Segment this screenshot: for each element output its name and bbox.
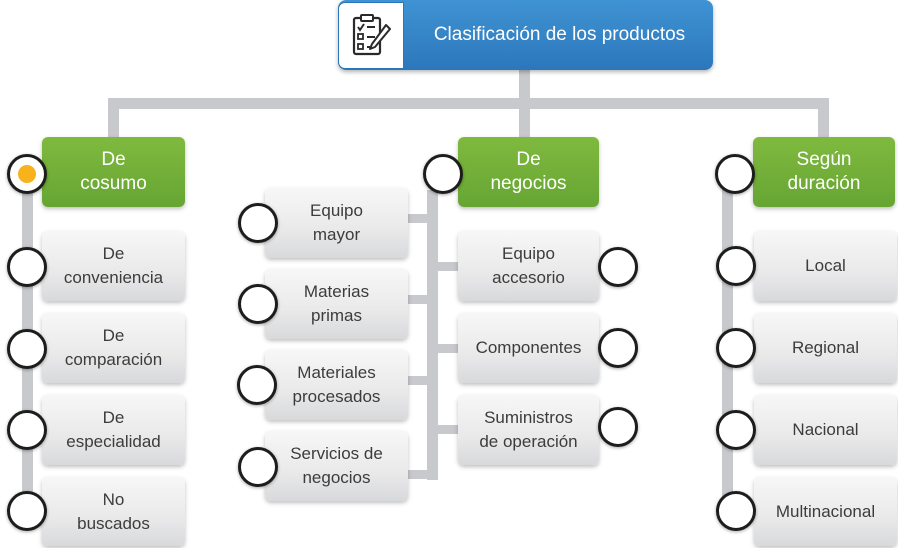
connector-branch	[405, 295, 433, 304]
connector-branch	[433, 425, 461, 434]
item-box: Equipo accesorio	[458, 231, 599, 301]
connector-drop-duracion	[818, 98, 829, 138]
item-box: De conveniencia	[42, 231, 185, 301]
circle-marker	[715, 154, 755, 194]
item-box: Servicios de negocios	[265, 431, 408, 501]
item-label: Equipo mayor	[310, 201, 363, 244]
item-box: Multinacional	[754, 477, 897, 546]
connector-branch	[405, 214, 433, 223]
circle-marker	[238, 284, 278, 324]
item-box: Nacional	[754, 395, 897, 465]
connector-title-stem	[519, 68, 530, 108]
circle-marker	[716, 246, 756, 286]
item-label: Equipo accesorio	[492, 244, 565, 287]
item-box: No buscados	[42, 477, 185, 546]
item-box: De especialidad	[42, 395, 185, 465]
connector-branch	[405, 470, 433, 479]
circle-marker	[7, 247, 47, 287]
category-consumo-label: De cosumo	[80, 149, 147, 194]
item-box: Regional	[754, 313, 897, 383]
item-box: Suministros de operación	[458, 395, 599, 465]
item-box: Equipo mayor	[265, 188, 408, 258]
connector-negocios-spine	[427, 190, 438, 480]
connector-top-bar	[108, 98, 829, 109]
circle-marker	[423, 154, 463, 194]
item-label: No buscados	[77, 489, 150, 533]
category-negocios: De negocios	[458, 137, 599, 207]
circle-marker	[598, 247, 638, 287]
circle-marker	[7, 410, 47, 450]
item-label: Materias primas	[303, 282, 370, 325]
item-label: Regional	[791, 338, 860, 357]
item-box: Local	[754, 231, 897, 301]
item-label: De comparación	[64, 326, 163, 369]
category-negocios-label: De negocios	[490, 149, 567, 194]
circle-marker	[598, 328, 638, 368]
category-duracion-label: Según duración	[787, 149, 861, 194]
circle-marker	[598, 407, 638, 447]
connector-branch	[433, 262, 461, 271]
item-label: Nacional	[792, 420, 859, 439]
category-consumo: De cosumo	[42, 137, 185, 207]
item-box: De comparación	[42, 313, 185, 383]
connector-branch	[433, 344, 461, 353]
item-label: Local	[805, 256, 846, 275]
connector-drop-consumo	[108, 98, 119, 138]
circle-marker	[7, 329, 47, 369]
item-label: De conveniencia	[63, 244, 164, 287]
item-label: Componentes	[475, 338, 582, 357]
item-label: De especialidad	[66, 408, 161, 451]
item-label: Servicios de negocios	[290, 444, 383, 487]
item-box: Materias primas	[265, 269, 408, 339]
circle-marker	[238, 447, 278, 487]
connector-drop-negocios	[519, 98, 530, 138]
item-label: Materiales procesados	[292, 363, 381, 406]
circle-marker	[238, 203, 278, 243]
item-box: Componentes	[458, 313, 599, 383]
page-title: Clasificación de los productos	[433, 24, 686, 45]
item-box: Materiales procesados	[265, 350, 408, 420]
circle-marker	[716, 410, 756, 450]
circle-marker	[716, 491, 756, 531]
item-label: Multinacional	[775, 501, 876, 521]
checklist-pen-icon	[352, 13, 391, 55]
title-icon-panel	[338, 2, 404, 69]
item-label: Suministros de operación	[479, 408, 578, 451]
circle-marker	[7, 491, 47, 531]
category-duracion: Según duración	[753, 137, 895, 207]
circle-marker-active	[7, 154, 47, 194]
circle-marker	[237, 365, 277, 405]
connector-branch	[405, 376, 433, 385]
circle-marker	[716, 328, 756, 368]
